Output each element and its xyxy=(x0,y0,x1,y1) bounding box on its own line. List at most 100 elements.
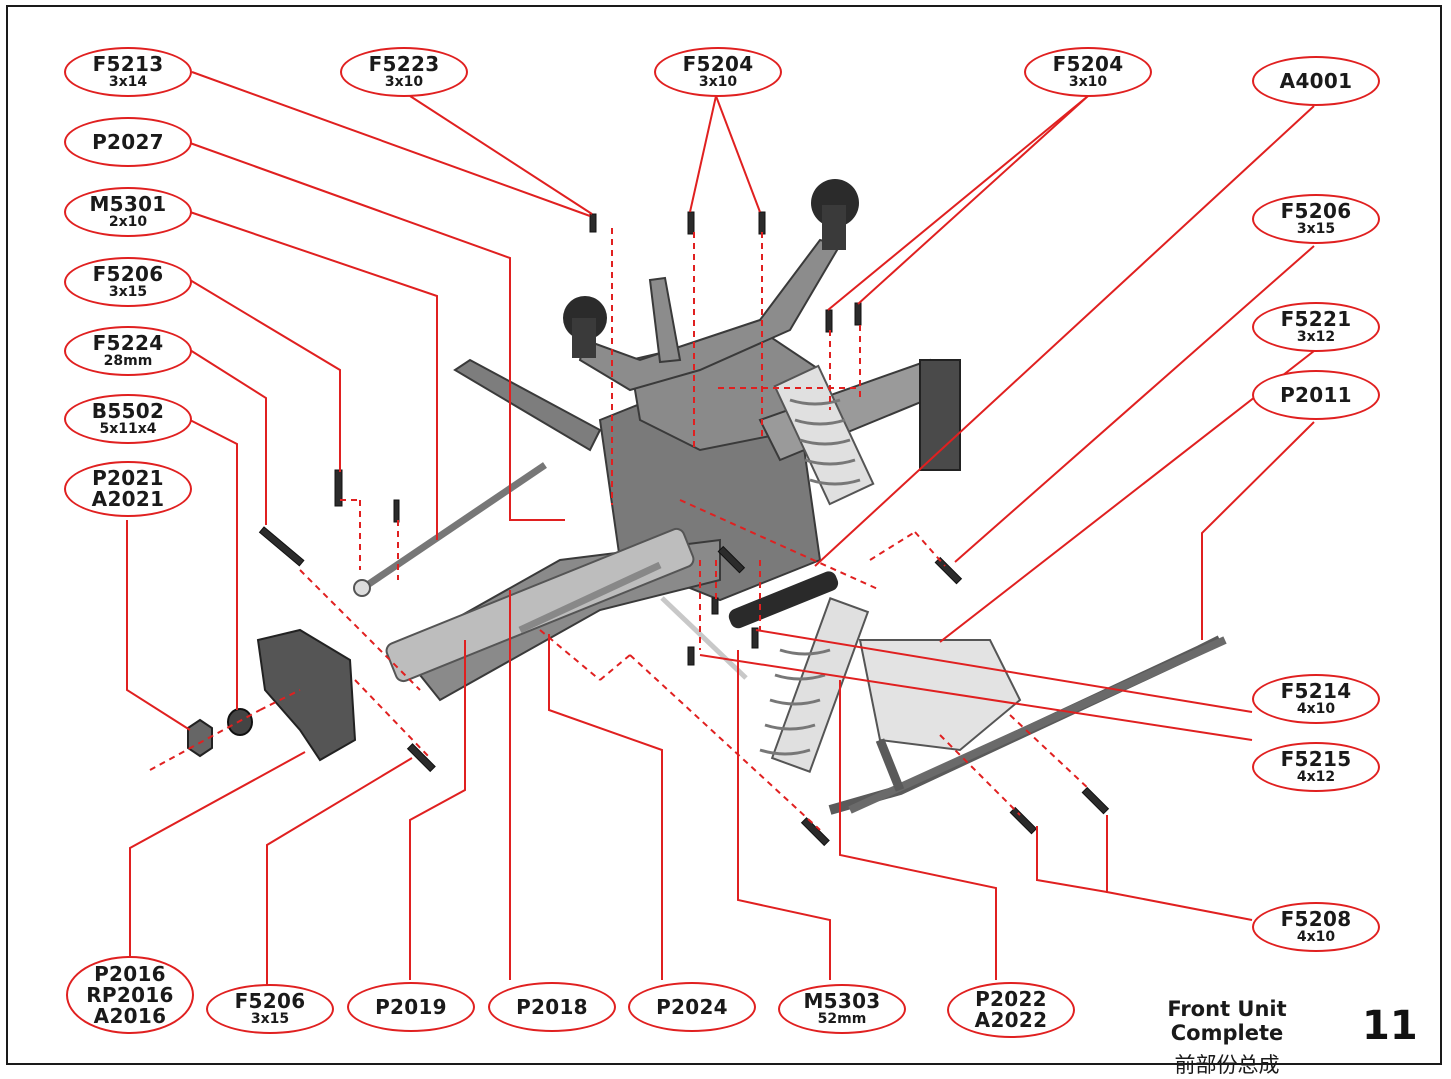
screw xyxy=(711,597,719,615)
label-f5206-bottom: F5206 3x15 xyxy=(206,984,334,1034)
part-size: 3x15 xyxy=(250,1011,290,1028)
page-frame xyxy=(6,5,1442,1065)
part-size: 4x12 xyxy=(1296,769,1336,786)
label-f5221: F5221 3x12 xyxy=(1252,302,1380,352)
bumper-spacer xyxy=(728,571,839,629)
part-code: P2027 xyxy=(92,129,164,154)
part-size: 5x11x4 xyxy=(99,421,157,438)
part-code: P2024 xyxy=(656,994,728,1019)
part-size: 3x14 xyxy=(108,74,148,91)
hinge-brace xyxy=(453,358,602,452)
part-code: M5303 xyxy=(803,989,881,1014)
steering-link-end xyxy=(353,579,371,597)
bumper-mount xyxy=(858,639,1022,752)
part-code: P2011 xyxy=(1280,382,1352,407)
label-m5303: M5303 52mm xyxy=(778,984,906,1034)
part-code: P2019 xyxy=(375,994,447,1019)
part-code: F5214 xyxy=(1280,679,1352,704)
part-code: F5208 xyxy=(1280,907,1352,932)
label-f5223: F5223 3x10 xyxy=(340,47,468,97)
part-code-alt: A2021 xyxy=(91,487,165,511)
screw xyxy=(393,499,400,523)
section-title-en: Front Unit Complete xyxy=(1167,997,1287,1045)
screw xyxy=(934,556,963,585)
part-code: F5215 xyxy=(1280,747,1352,772)
label-f5204-right: F5204 3x10 xyxy=(1024,47,1152,97)
part-size: 3x10 xyxy=(698,74,738,91)
label-p2018: P2018 xyxy=(488,982,616,1032)
part-code: P2016 xyxy=(94,961,166,986)
screw xyxy=(687,211,695,235)
part-code: P2018 xyxy=(516,994,588,1019)
label-a4001: A4001 xyxy=(1252,56,1380,106)
part-code: B5502 xyxy=(91,399,165,424)
part-code: P2021 xyxy=(92,466,164,490)
page-number: 11 xyxy=(1362,1003,1418,1049)
label-f5224: F5224 28mm xyxy=(64,326,192,376)
screw xyxy=(825,309,833,333)
part-code: M5301 xyxy=(89,192,167,217)
part-code: F5204 xyxy=(682,52,754,77)
screw xyxy=(800,817,830,847)
label-p2024: P2024 xyxy=(628,982,756,1032)
label-p2011: P2011 xyxy=(1252,370,1380,420)
tower-mount xyxy=(648,276,682,364)
body-post-left-stem xyxy=(572,318,596,358)
knuckle-right xyxy=(919,359,961,471)
part-size: 2x10 xyxy=(108,214,148,231)
screws xyxy=(258,211,1110,847)
part-code-alt: A2016 xyxy=(93,1003,167,1028)
screw xyxy=(1009,806,1038,835)
bumper-side xyxy=(875,738,905,792)
label-p2021-a2021: P2021 A2021 xyxy=(64,461,192,517)
body-post-right-stem xyxy=(822,205,846,250)
label-b5502: B5502 5x11x4 xyxy=(64,394,192,444)
part-code: F5213 xyxy=(92,52,164,77)
screw xyxy=(406,743,436,773)
part-size: 52mm xyxy=(817,1011,867,1028)
screw xyxy=(854,302,862,326)
label-f5208: F5208 4x10 xyxy=(1252,902,1380,952)
label-p2019: P2019 xyxy=(347,982,475,1032)
label-m5301: M5301 2x10 xyxy=(64,187,192,237)
section-title-cn: 前部份总成 xyxy=(1174,1053,1280,1077)
label-f5213: F5213 3x14 xyxy=(64,47,192,97)
label-f5214: F5214 4x10 xyxy=(1252,674,1380,724)
label-f5206-right: F5206 3x15 xyxy=(1252,194,1380,244)
part-code-alt: RP2016 xyxy=(86,982,174,1007)
shock-front xyxy=(759,597,870,773)
section-title: Front Unit Complete 前部份总成 xyxy=(1112,997,1342,1079)
screw xyxy=(751,627,759,649)
part-size: 4x10 xyxy=(1296,701,1336,718)
screw xyxy=(717,545,746,574)
part-code: F5206 xyxy=(1280,199,1352,224)
label-f5204-left: F5204 3x10 xyxy=(654,47,782,97)
label-p2016-rp2016-a2016: P2016 RP2016 A2016 xyxy=(66,956,194,1034)
driveshaft xyxy=(385,527,695,683)
label-p2022-a2022: P2022 A2022 xyxy=(947,982,1075,1038)
bumper-tube-lower xyxy=(848,636,1227,814)
steering-link xyxy=(358,462,547,593)
toe-link xyxy=(518,561,662,634)
screw xyxy=(687,646,695,666)
leader-lines xyxy=(126,71,1315,990)
label-f5206-left: F5206 3x15 xyxy=(64,257,192,307)
part-size: 3x12 xyxy=(1296,329,1336,346)
part-size: 3x10 xyxy=(384,74,424,91)
screw xyxy=(334,469,343,507)
part-size: 3x15 xyxy=(1296,221,1336,238)
part-size: 4x10 xyxy=(1296,929,1336,946)
part-code: F5206 xyxy=(92,262,164,287)
screw xyxy=(1081,786,1110,815)
part-code: F5204 xyxy=(1052,52,1124,77)
part-code: F5221 xyxy=(1280,307,1352,332)
part-code-alt: A2022 xyxy=(974,1008,1048,1032)
part-size: 3x15 xyxy=(108,284,148,301)
screw xyxy=(758,211,766,235)
screw xyxy=(589,213,597,233)
part-size: 28mm xyxy=(103,353,153,370)
part-code: F5206 xyxy=(234,989,306,1014)
steering-knuckle-left xyxy=(256,628,357,762)
part-code: F5223 xyxy=(368,52,440,77)
